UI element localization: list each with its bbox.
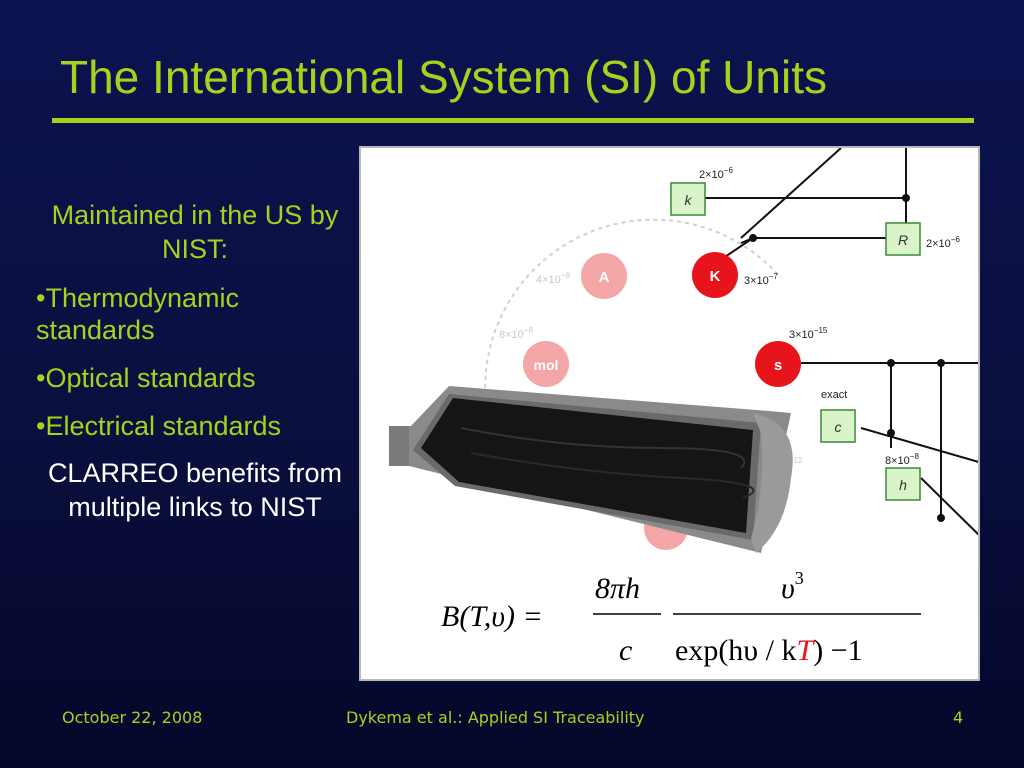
formula-num2-sup: 3: [795, 568, 804, 588]
footer-page-number: 4: [953, 708, 964, 727]
box-k-label: k: [685, 192, 693, 208]
intro-text: Maintained in the US by NIST:: [51, 200, 339, 264]
circle-A: A: [581, 253, 627, 299]
si-diagram-figure: k R c h 2×10−6 2×10−6 3×10−7 3×10−15 exa…: [359, 146, 980, 681]
box-R: R: [885, 222, 921, 256]
svg-text:s: s: [774, 357, 782, 374]
bullet-optical: •Optical standards: [36, 363, 256, 393]
faded-uncertainty-labels: 4×10−6 8×10−8 −12: [499, 271, 803, 465]
title-underline: [52, 118, 974, 123]
connection-lines: [696, 148, 978, 536]
formula-den2-T: T: [797, 634, 816, 667]
footer-center-text: Dykema et al.: Applied SI Traceability: [346, 708, 645, 727]
svg-text:3×10−7: 3×10−7: [744, 272, 778, 287]
footer-date: October 22, 2008: [62, 708, 203, 727]
uncertainty-labels: 2×10−6 2×10−6 3×10−7 3×10−15 exact 8×10−…: [699, 166, 960, 467]
svg-text:−12: −12: [789, 456, 803, 465]
box-h: h: [885, 467, 921, 501]
svg-text:exp(hυ / kT) −1: exp(hυ / kT) −1: [675, 634, 863, 667]
svg-text:K: K: [710, 268, 721, 285]
circle-K: K: [692, 252, 738, 298]
box-c: c: [820, 409, 856, 443]
svg-text:υ3: υ3: [781, 568, 804, 605]
svg-text:A: A: [599, 269, 610, 286]
junction-dots: [749, 194, 945, 522]
svg-text:mol: mol: [534, 357, 559, 373]
formula-den2-a: exp(hυ / k: [675, 634, 797, 667]
svg-text:8×10−8: 8×10−8: [885, 452, 919, 467]
formula-num1: 8πh: [595, 572, 640, 605]
bullet-electrical: •Electrical standards: [36, 411, 282, 441]
box-R-label: R: [898, 232, 908, 248]
formula-den2-b: ) −1: [813, 634, 862, 667]
circle-mol: mol: [523, 341, 569, 387]
formula-den1: c: [619, 634, 632, 667]
svg-text:exact: exact: [821, 389, 847, 401]
box-h-label: h: [899, 477, 907, 493]
benefits-text: CLARREO benefits from multiple links to …: [47, 458, 343, 522]
formula-lhs: B(T,υ) =: [441, 600, 543, 633]
svg-text:2×10−6: 2×10−6: [699, 166, 733, 181]
si-diagram: k R c h 2×10−6 2×10−6 3×10−7 3×10−15 exa…: [389, 148, 978, 667]
svg-text:8×10−8: 8×10−8: [499, 326, 533, 341]
formula-num2: υ: [781, 572, 795, 605]
box-k: k: [670, 182, 706, 216]
left-text-block: Maintained in the US by NIST: •Thermodyn…: [30, 198, 360, 524]
svg-text:3×10−15: 3×10−15: [789, 326, 828, 341]
blackbody-cavity-image: [389, 386, 793, 553]
box-c-label: c: [835, 419, 842, 435]
slide-title: The International System (SI) of Units: [60, 51, 827, 103]
circle-s: s: [755, 341, 801, 387]
svg-text:4×10−6: 4×10−6: [536, 271, 570, 286]
svg-text:2×10−6: 2×10−6: [926, 235, 960, 250]
planck-formula: B(T,υ) = 8πh c υ3 exp(hυ / kT) −1: [441, 568, 921, 667]
bullet-thermodynamic: •Thermodynamic standards: [36, 283, 240, 345]
